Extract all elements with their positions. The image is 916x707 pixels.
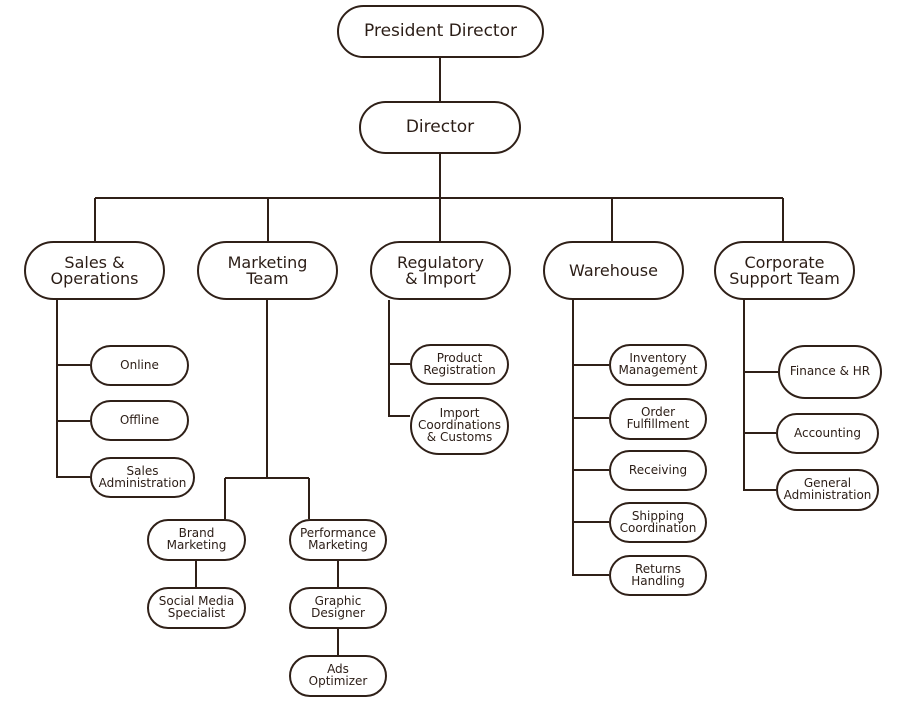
node-sales-administration: Sales Administration: [90, 457, 195, 498]
node-social-media-specialist: Social Media Specialist: [147, 587, 246, 629]
node-import-coordinations-customs: Import Coordinations & Customs: [410, 397, 509, 455]
node-label: Director: [405, 117, 475, 137]
node-label: Inventory Management: [618, 351, 698, 377]
node-label: General Administration: [783, 476, 872, 502]
node-offline: Offline: [90, 400, 189, 441]
node-inventory-management: Inventory Management: [609, 344, 707, 386]
node-sales-operations: Sales & Operations: [24, 241, 165, 300]
node-accounting: Accounting: [776, 413, 879, 454]
node-label: Order Fulfillment: [626, 405, 690, 431]
node-order-fulfillment: Order Fulfillment: [609, 398, 707, 440]
node-president-director: President Director: [337, 5, 544, 58]
node-label: President Director: [364, 21, 517, 41]
node-finance-hr: Finance & HR: [778, 345, 882, 399]
node-label: Accounting: [793, 425, 861, 440]
node-performance-marketing: Performance Marketing: [289, 519, 387, 561]
node-label: Sales & Operations: [50, 252, 139, 288]
node-label: Marketing Team: [227, 252, 308, 288]
node-ads-optimizer: Ads Optimizer: [289, 655, 387, 697]
node-product-registration: Product Registration: [410, 344, 509, 385]
node-warehouse: Warehouse: [543, 241, 684, 300]
node-label: Corporate Support Team: [729, 252, 840, 288]
node-label: Social Media Specialist: [158, 594, 235, 620]
node-label: Brand Marketing: [166, 526, 227, 552]
node-label: Warehouse: [569, 260, 658, 280]
node-label: Receiving: [628, 462, 688, 477]
node-label: Returns Handling: [631, 561, 685, 588]
node-label: Online: [120, 357, 159, 372]
node-online: Online: [90, 345, 189, 386]
node-director: Director: [359, 101, 521, 154]
node-label: Import Coordinations & Customs: [418, 406, 501, 444]
node-corporate-support-team: Corporate Support Team: [714, 241, 855, 300]
node-label: Regulatory & Import: [397, 252, 484, 288]
node-regulatory-import: Regulatory & Import: [370, 241, 511, 300]
node-receiving: Receiving: [609, 450, 707, 491]
node-label: Ads Optimizer: [308, 662, 368, 688]
node-label: Performance Marketing: [299, 526, 377, 552]
node-label: Product Registration: [423, 350, 496, 377]
node-brand-marketing: Brand Marketing: [147, 519, 246, 561]
node-label: Offline: [119, 412, 160, 427]
node-returns-handling: Returns Handling: [609, 555, 707, 596]
node-marketing-team: Marketing Team: [197, 241, 338, 300]
node-general-administration: General Administration: [776, 469, 879, 511]
node-label: Finance & HR: [789, 364, 871, 379]
node-label: Sales Administration: [98, 463, 187, 490]
node-graphic-designer: Graphic Designer: [289, 587, 387, 629]
node-label: Graphic Designer: [311, 594, 365, 620]
node-shipping-coordination: Shipping Coordination: [609, 502, 707, 543]
node-label: Shipping Coordination: [619, 508, 697, 535]
